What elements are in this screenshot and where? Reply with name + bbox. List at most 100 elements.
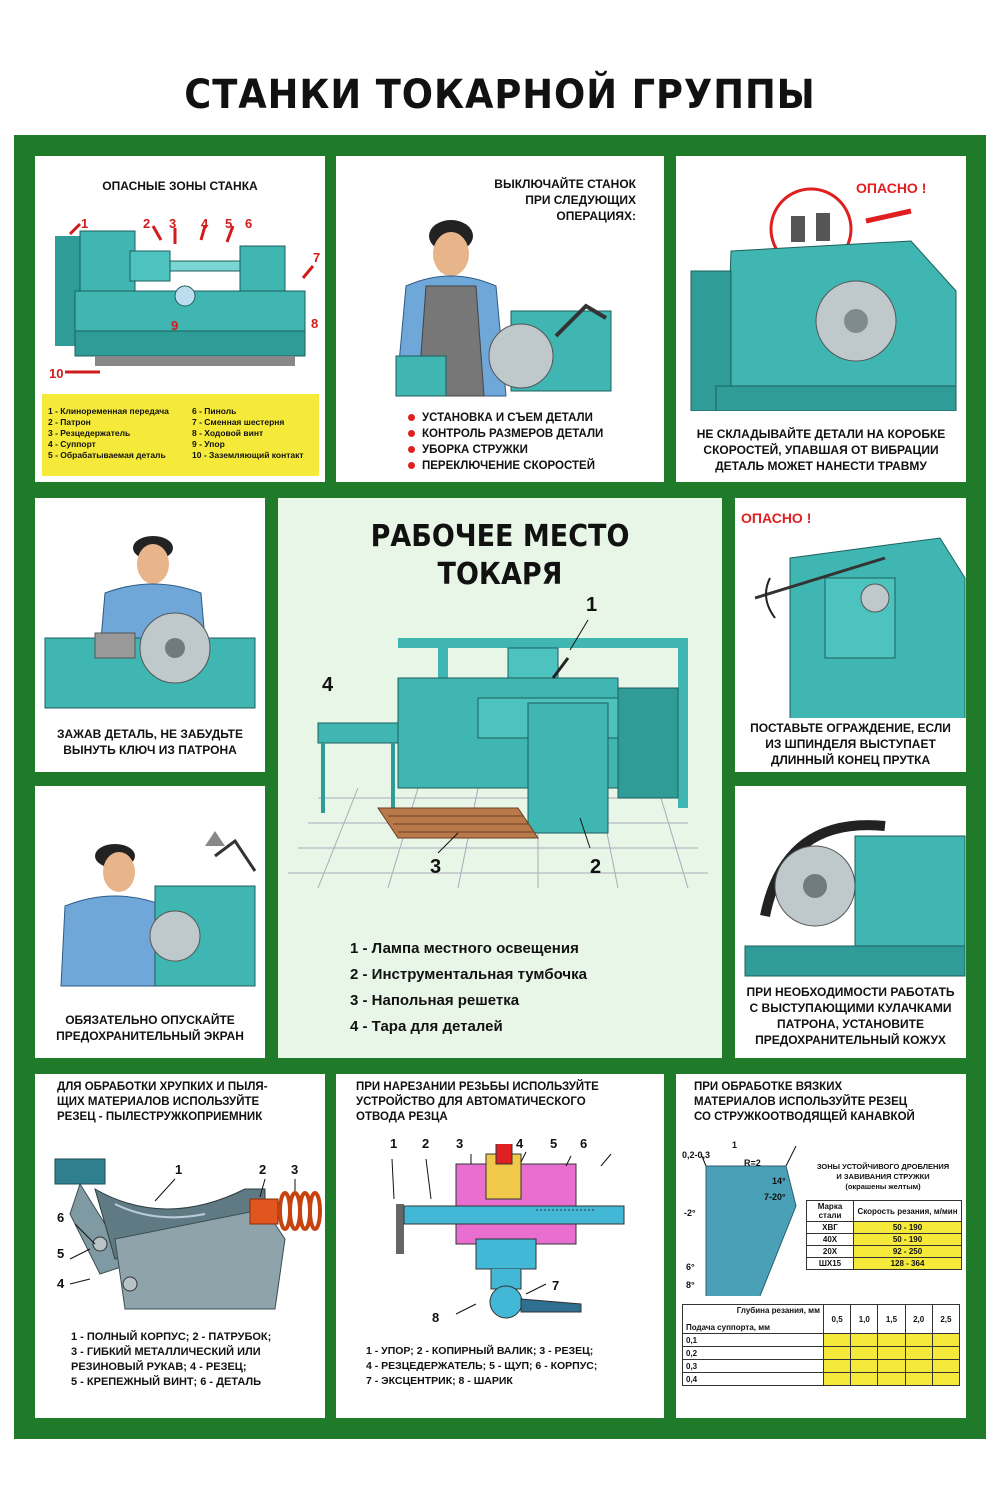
table-row: ШХ15 128 - 364 xyxy=(806,1257,962,1270)
angle-label: 8° xyxy=(686,1280,695,1290)
mark-3: 3 xyxy=(430,856,442,878)
table-cell: 0,4 xyxy=(682,1372,824,1386)
heading-line: РЕЗЕЦ - ПЫЛЕСТРУЖКОПРИЕМНИК xyxy=(57,1111,263,1123)
mark-5: 5 xyxy=(225,216,233,231)
caption-line: ПРЕДОХРАНИТЕЛЬНЫЙ ЭКРАН xyxy=(56,1029,244,1043)
panel-heading: ДЛЯ ОБРАБОТКИ ХРУПКИХ И ПЫЛЯ- ЩИХ МАТЕРИ… xyxy=(57,1080,317,1125)
panel-chuck-key: ЗАЖАВ ДЕТАЛЬ, НЕ ЗАБУДЬТЕ ВЫНУТЬ КЛЮЧ ИЗ… xyxy=(35,498,265,772)
panel-dust-cutter: ДЛЯ ОБРАБОТКИ ХРУПКИХ И ПЫЛЯ- ЩИХ МАТЕРИ… xyxy=(35,1074,325,1418)
table-row: 0,4 xyxy=(682,1372,961,1386)
caption-line: НЕ СКЛАДЫВАЙТЕ ДЕТАЛИ НА КОРОБКЕ xyxy=(696,427,946,441)
panel-heading: ПРИ ОБРАБОТКЕ ВЯЗКИХ МАТЕРИАЛОВ ИСПОЛЬЗУ… xyxy=(694,1080,964,1125)
angle-label: 6° xyxy=(686,1262,695,1272)
caption-line: ВЫНУТЬ КЛЮЧ ИЗ ПАТРОНА xyxy=(63,743,237,757)
bullet-item: УСТАНОВКА И СЪЕМ ДЕТАЛИ xyxy=(406,410,603,426)
panel-viscous-materials: ПРИ ОБРАБОТКЕ ВЯЗКИХ МАТЕРИАЛОВ ИСПОЛЬЗУ… xyxy=(676,1074,966,1418)
arrow-marker xyxy=(199,225,207,241)
mark-2: 2 xyxy=(259,1162,267,1177)
caption-line: ОБЯЗАТЕЛЬНО ОПУСКАЙТЕ xyxy=(65,1013,235,1027)
arrow-marker xyxy=(151,225,163,241)
table-row: Глубина резания, мм Подача суппорта, мм … xyxy=(682,1304,961,1334)
mark-6: 6 xyxy=(580,1136,588,1151)
bullet-item: УБОРКА СТРУЖКИ xyxy=(406,442,603,458)
table-cell xyxy=(931,1372,961,1386)
table-cell: 92 - 250 xyxy=(853,1245,962,1258)
legend-line: 5 - КРЕПЕЖНЫЙ ВИНТ; 6 - ДЕТАЛЬ xyxy=(71,1376,262,1388)
legend-item: 10 - Заземляющий контакт xyxy=(192,450,304,460)
panel-caption: ПОСТАВЬТЕ ОГРАЖДЕНИЕ, ЕСЛИ ИЗ ШПИНДЕЛЯ В… xyxy=(735,720,966,768)
legend-line: 3 - ГИБКИЙ МЕТАЛЛИЧЕСКИЙ ИЛИ xyxy=(71,1346,261,1358)
operations-list: УСТАНОВКА И СЪЕМ ДЕТАЛИ КОНТРОЛЬ РАЗМЕРО… xyxy=(406,410,603,474)
mark-5: 5 xyxy=(550,1136,558,1151)
table-row: ХВГ 50 - 190 xyxy=(806,1221,962,1234)
zones-line: И ЗАВИВАНИЯ СТРУЖКИ xyxy=(836,1172,930,1181)
table-cell: 0,2 xyxy=(682,1346,824,1360)
title-line: ТОКАРЯ xyxy=(437,557,563,592)
corner-top: Глубина резания, мм xyxy=(736,1306,820,1315)
heading-line: ДЛЯ ОБРАБОТКИ ХРУПКИХ И ПЫЛЯ- xyxy=(57,1081,268,1093)
legend-item: 3 - Резцедержатель xyxy=(48,428,131,438)
mark-3: 3 xyxy=(291,1162,299,1177)
page-title: СТАНКИ ТОКАРНОЙ ГРУППЫ xyxy=(184,72,816,118)
mark-4: 4 xyxy=(201,216,209,231)
arrow-icon xyxy=(865,208,912,224)
dust-cutter-diagram xyxy=(54,1158,322,1310)
panel-caption: ЗАЖАВ ДЕТАЛЬ, НЕ ЗАБУДЬТЕ ВЫНУТЬ КЛЮЧ ИЗ… xyxy=(35,726,265,758)
table-header: Марка стали xyxy=(806,1200,854,1222)
table-header: 2,5 xyxy=(931,1304,961,1334)
heading-line: ПРИ ОБРАБОТКЕ ВЯЗКИХ xyxy=(694,1081,843,1093)
list-item: 1 - Лампа местного освещения xyxy=(350,940,579,957)
table-cell: 40Х xyxy=(806,1233,854,1246)
mark-2: 2 xyxy=(422,1136,430,1151)
mark-5: 5 xyxy=(57,1246,65,1261)
leader-line xyxy=(391,1151,612,1315)
legend-item: 2 - Патрон xyxy=(48,417,91,427)
legend-line: РЕЗИНОВЫЙ РУКАВ; 4 - РЕЗЕЦ; xyxy=(71,1361,247,1373)
table-cell xyxy=(850,1372,879,1386)
worker-illustration xyxy=(395,220,612,397)
mark-2: 2 xyxy=(143,216,151,231)
zones-line: ЗОНЫ УСТОЙЧИВОГО ДРОБЛЕНИЯ xyxy=(816,1162,950,1171)
legend-box: 1 - Клиноременная передача 2 - Патрон 3 … xyxy=(42,394,319,476)
table-header: 1,5 xyxy=(877,1304,906,1334)
heading-line: ПРИ СЛЕДУЮЩИХ xyxy=(525,193,636,207)
thread-device-diagram xyxy=(391,1144,625,1319)
caption-line: ПРИ НЕОБХОДИМОСТИ РАБОТАТЬ xyxy=(746,985,955,999)
panel-bar-fence: ОПАСНО ! ПОСТАВЬТЕ ОГРАЖДЕНИЕ, ЕСЛИ ИЗ Ш… xyxy=(735,498,966,772)
table-cell: ХВГ xyxy=(806,1221,854,1234)
gearbox-illustration xyxy=(690,187,957,411)
heading-line: ПРИ НАРЕЗАНИИ РЕЗЬБЫ ИСПОЛЬЗУЙТЕ xyxy=(356,1081,599,1093)
mark-4: 4 xyxy=(516,1136,524,1151)
table-cell xyxy=(877,1333,906,1347)
panel-thread-device: ПРИ НАРЕЗАНИИ РЕЗЬБЫ ИСПОЛЬЗУЙТЕ УСТРОЙС… xyxy=(336,1074,664,1418)
arrow-marker xyxy=(68,222,82,236)
panel-heading: ОПАСНЫЕ ЗОНЫ СТАНКА xyxy=(102,179,258,193)
panel-legend: 1 - ПОЛНЫЙ КОРПУС; 2 - ПАТРУБОК; 3 - ГИБ… xyxy=(71,1330,311,1390)
workplace-illustration xyxy=(288,619,708,889)
caption-line: ПРЕДОХРАНИТЕЛЬНЫЙ КОЖУХ xyxy=(755,1033,946,1047)
caption-line: ДЕТАЛЬ МОЖЕТ НАНЕСТИ ТРАВМУ xyxy=(715,459,927,473)
workplace-list: 1 - Лампа местного освещения 2 - Инструм… xyxy=(350,936,587,1040)
steel-speed-table: Марка стали Скорость резания, м/мин ХВГ … xyxy=(806,1200,962,1270)
heading-line: УСТРОЙСТВО ДЛЯ АВТОМАТИЧЕСКОГО xyxy=(356,1096,586,1108)
table-cell: 0,1 xyxy=(682,1333,824,1347)
table-cell: 128 - 364 xyxy=(853,1257,962,1270)
heading-line: МАТЕРИАЛОВ ИСПОЛЬЗУЙТЕ РЕЗЕЦ xyxy=(694,1096,908,1108)
mark-4: 4 xyxy=(322,674,334,696)
mark-1: 1 xyxy=(586,594,598,616)
mark-4: 4 xyxy=(57,1276,65,1291)
mark-9: 9 xyxy=(171,318,179,333)
table-cell xyxy=(877,1359,906,1373)
table-cell xyxy=(931,1333,961,1347)
legend-item: 1 - Клиноременная передача xyxy=(48,406,169,416)
table-cell xyxy=(877,1372,906,1386)
legend-item: 8 - Ходовой винт xyxy=(192,428,264,438)
legend-line: 7 - ЭКСЦЕНТРИК; 8 - ШАРИК xyxy=(366,1375,513,1387)
table-cell xyxy=(904,1333,933,1347)
angle-label: R=2 xyxy=(744,1158,761,1168)
mark-3: 3 xyxy=(169,216,177,231)
table-cell xyxy=(822,1346,852,1360)
worker-screen-illustration xyxy=(60,831,257,987)
table-cell xyxy=(904,1346,933,1360)
legend-item: 7 - Сменная шестерня xyxy=(192,417,285,427)
